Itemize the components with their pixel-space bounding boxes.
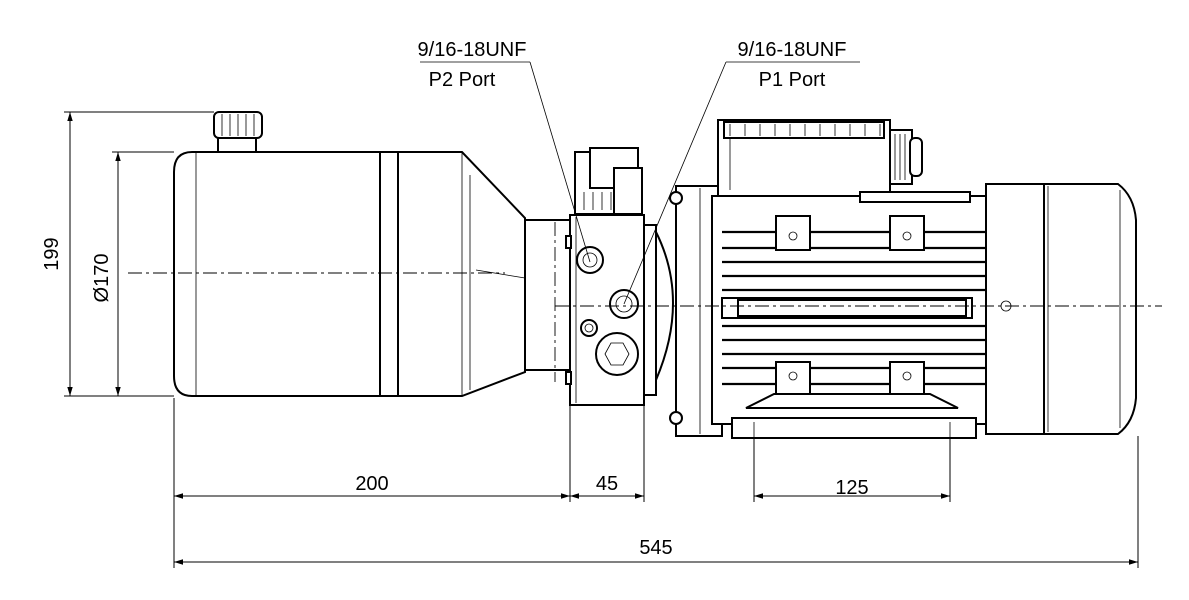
motor-fan-cover: [985, 183, 1137, 435]
motor-flange: [655, 185, 723, 437]
p2-port-label: P2 Port: [429, 69, 496, 91]
motor-mounting-feet: [731, 393, 977, 439]
mount-spacing-label: 125: [835, 477, 868, 499]
filler-cap-icon: [213, 111, 263, 153]
height-dimension-label: 199: [41, 237, 63, 270]
p2-port-spec: 9/16-18UNF: [418, 39, 527, 61]
port-fitting-icon: [576, 246, 639, 376]
block-length-label: 45: [596, 473, 618, 495]
electric-motor: [711, 195, 991, 425]
tank-length-label: 200: [355, 473, 388, 495]
p1-port-label: P1 Port: [759, 69, 826, 91]
tank-diameter-label: Ø170: [91, 254, 113, 303]
overall-length-label: 545: [639, 537, 672, 559]
cable-gland-icon: [889, 129, 923, 185]
solenoid-valve-icon: [574, 147, 643, 215]
p1-port-spec: 9/16-18UNF: [738, 39, 847, 61]
motor-terminal-box-icon: [717, 119, 971, 203]
dimension-lines: [64, 111, 1139, 568]
oil-tank: [173, 151, 526, 397]
